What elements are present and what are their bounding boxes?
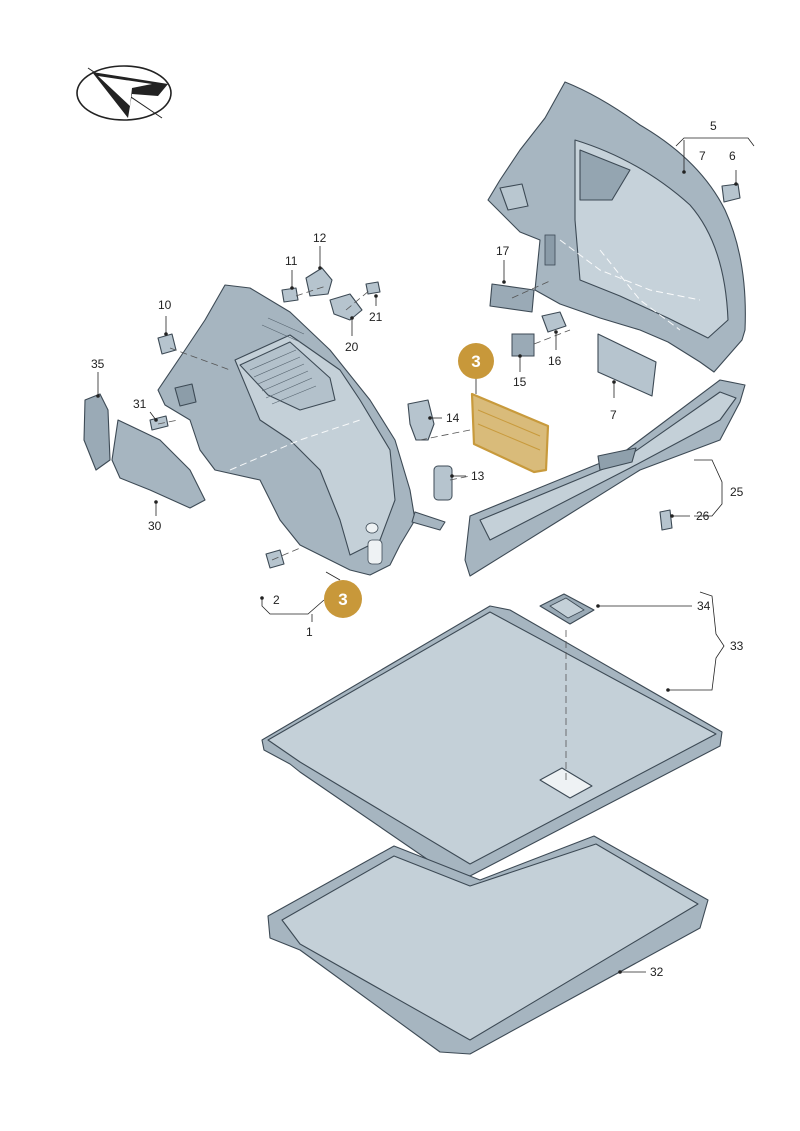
bracket-20 [329, 293, 363, 321]
highlighted-insert-3 [470, 392, 550, 474]
callout-13: 13 [471, 469, 485, 483]
callout-5: 5 [710, 119, 717, 133]
handle-34 [539, 593, 595, 625]
callout-20: 20 [345, 340, 359, 354]
cover-13 [433, 465, 453, 501]
clip-16 [541, 311, 567, 333]
arrow-logo-icon [76, 65, 172, 121]
screw-31 [149, 415, 169, 431]
callout-34: 34 [697, 599, 711, 613]
callout-labels: 1 2 5 6 7 7 10 11 12 13 14 15 16 17 20 2… [91, 119, 744, 979]
callout-7a: 7 [699, 149, 706, 163]
callout-31: 31 [133, 397, 147, 411]
callout-16: 16 [548, 354, 562, 368]
leader-lines [97, 137, 755, 973]
callout-30: 30 [148, 519, 162, 533]
callout-25: 25 [730, 485, 744, 499]
callout-17: 17 [496, 244, 510, 258]
vent-grille [249, 317, 317, 405]
callout-1: 1 [306, 625, 313, 639]
bolt-21 [365, 281, 381, 295]
callout-35: 35 [91, 357, 105, 371]
cup-holder-14 [407, 399, 435, 441]
callout-12: 12 [313, 231, 327, 245]
floor-mat-32 [267, 835, 709, 1055]
badge-lower: 3 [324, 580, 362, 618]
badge-lower-text: 3 [338, 590, 347, 609]
callout-2: 2 [273, 593, 280, 607]
right-side-trim-panel [487, 81, 746, 373]
assembly-axes [157, 279, 571, 780]
callout-21: 21 [369, 310, 383, 324]
load-sill-trim-25 [464, 379, 746, 577]
badge-upper: 3 [458, 343, 494, 379]
callout-33: 33 [730, 639, 744, 653]
clip-10 [157, 333, 177, 355]
left-side-trim-panel [157, 284, 446, 576]
callout-26: 26 [696, 509, 710, 523]
callout-14: 14 [446, 411, 460, 425]
cover-7 [597, 333, 657, 397]
callout-15: 15 [513, 375, 527, 389]
luggage-floor-33 [261, 605, 723, 877]
bracket-30 [111, 419, 206, 509]
callout-7b: 7 [610, 408, 617, 422]
callout-6: 6 [729, 149, 736, 163]
clip-26 [659, 509, 673, 531]
callout-10: 10 [158, 298, 172, 312]
bracket-35 [83, 393, 111, 471]
callout-32: 32 [650, 965, 664, 979]
socket-15 [511, 333, 535, 357]
callout-11: 11 [285, 254, 298, 268]
clip-6 [721, 183, 741, 203]
screw-11 [281, 287, 299, 303]
badge-upper-text: 3 [471, 352, 480, 371]
leader-dots [96, 170, 738, 974]
bracket-12 [305, 267, 333, 297]
